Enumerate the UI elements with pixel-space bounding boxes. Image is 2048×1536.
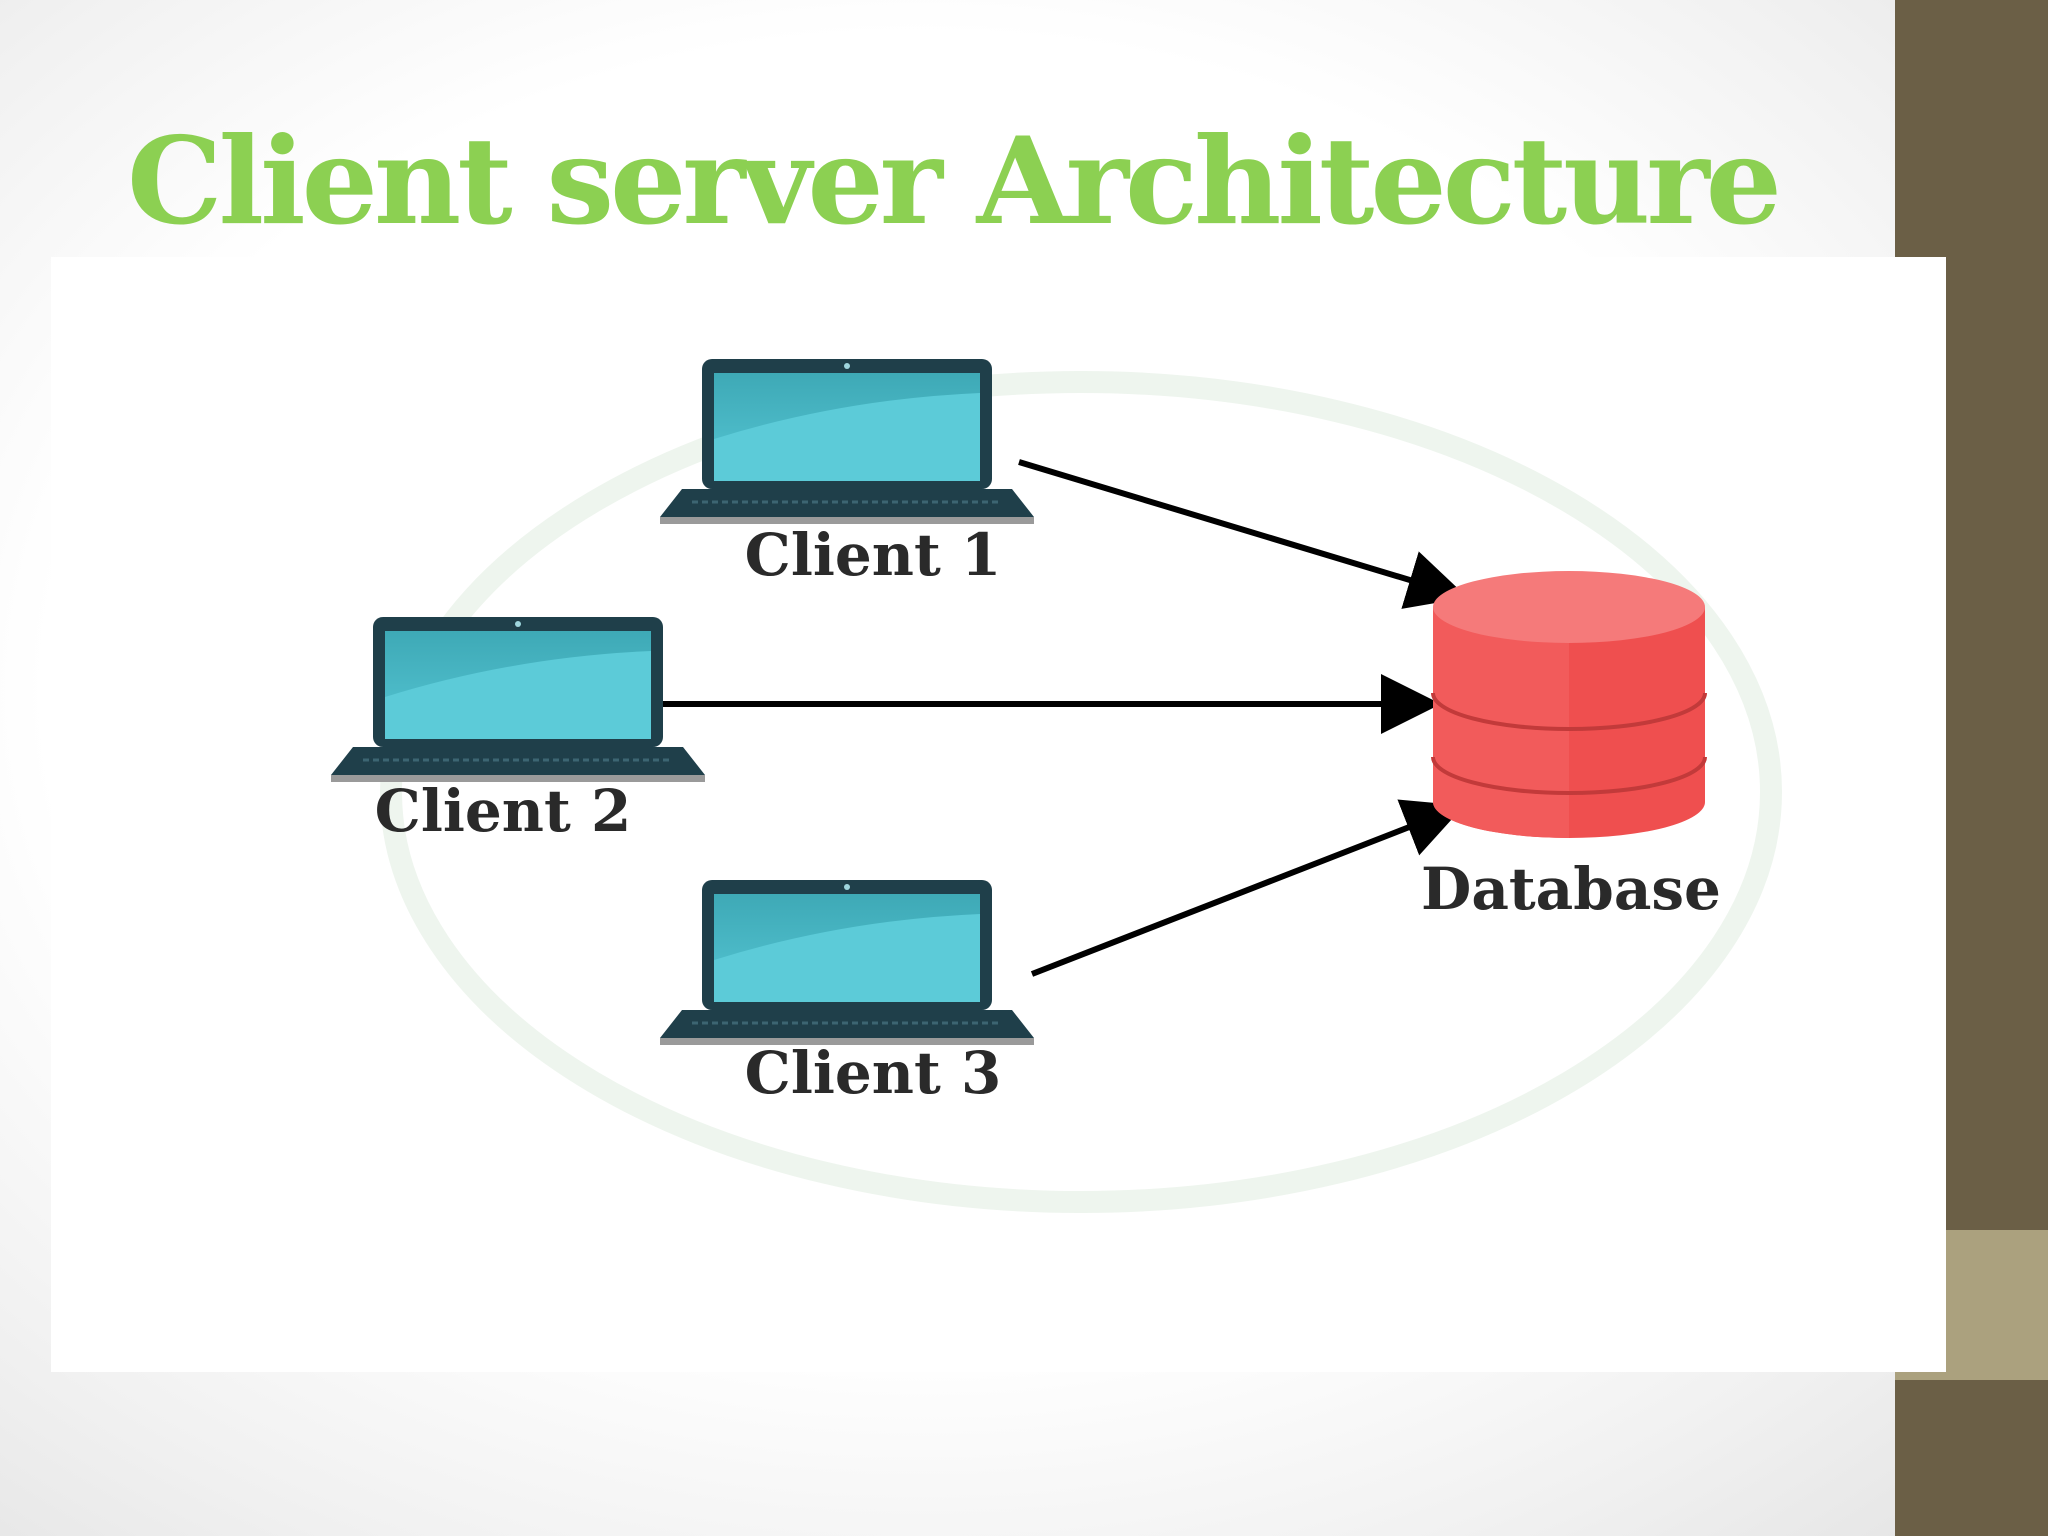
client-3-node: Client 3	[660, 880, 1034, 1107]
client-1-label: Client 1	[745, 521, 1002, 589]
client-3-label: Client 3	[745, 1039, 1002, 1107]
laptop-icon	[660, 880, 1034, 1045]
client-2-label: Client 2	[375, 777, 632, 845]
client-2-node: Client 2	[331, 617, 705, 845]
database-node: Database	[1421, 571, 1721, 923]
architecture-diagram: Client 1 Client 2	[331, 359, 1782, 1213]
database-icon	[1431, 571, 1707, 838]
slide-title: Client server Architecture	[127, 111, 1782, 252]
client-1-node: Client 1	[660, 359, 1034, 589]
laptop-icon	[660, 359, 1034, 524]
laptop-icon	[331, 617, 705, 782]
edge-client-3-database	[1030, 799, 1465, 977]
watermark-ellipse	[380, 371, 1782, 1213]
diagram-panel: Client 1 Client 2	[51, 257, 1946, 1372]
database-label: Database	[1421, 855, 1721, 923]
edge-client-1-database	[1018, 459, 1468, 609]
